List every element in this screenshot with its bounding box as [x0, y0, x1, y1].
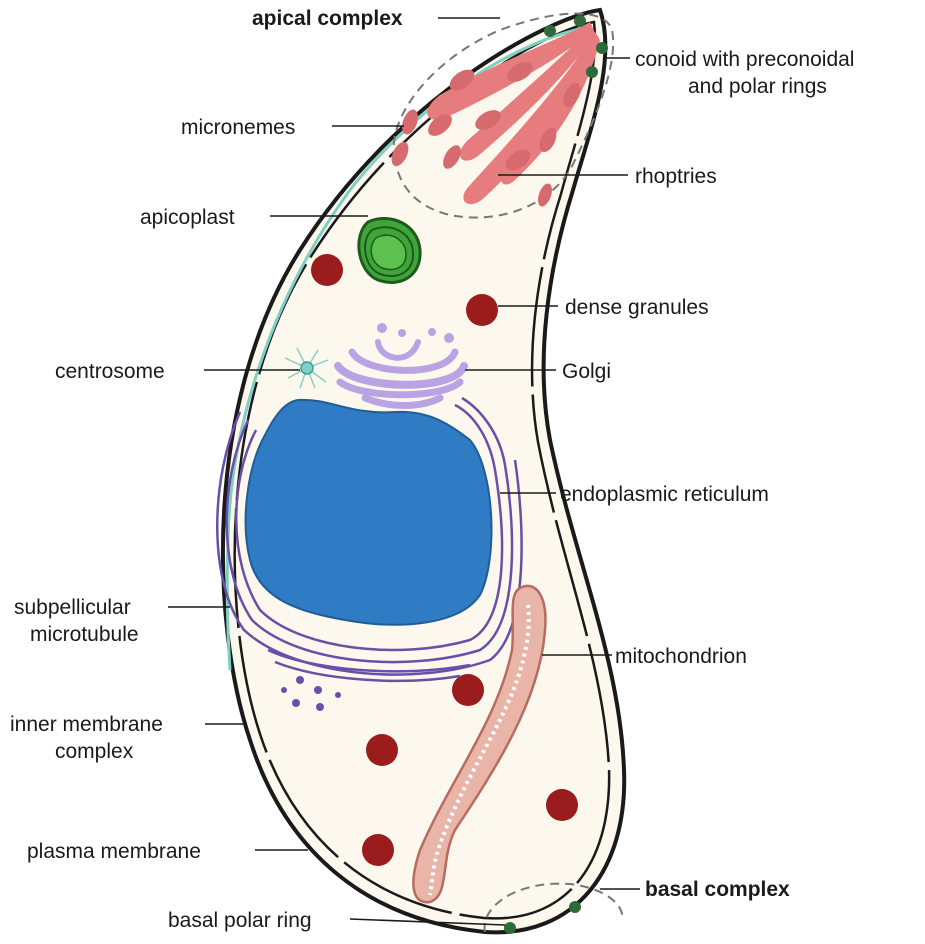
- label-dense-granules: dense granules: [565, 296, 709, 319]
- label-apical-complex: apical complex: [252, 7, 403, 30]
- polar-ring-dot: [586, 66, 598, 78]
- label-micronemes: micronemes: [181, 116, 295, 139]
- er-vesicle: [296, 676, 304, 684]
- label-conoid-line1: conoid with preconoidal: [635, 48, 854, 71]
- label-rhoptries: rhoptries: [635, 165, 717, 188]
- er-vesicle: [292, 699, 300, 707]
- nucleus: [246, 400, 492, 625]
- er-vesicle: [316, 703, 324, 711]
- label-subpellicular-line2: microtubule: [30, 623, 139, 646]
- label-mitochondrion: mitochondrion: [615, 645, 747, 668]
- golgi-vesicle: [398, 329, 406, 337]
- label-imc-line2: complex: [55, 740, 134, 763]
- er-vesicle: [335, 692, 341, 698]
- label-centrosome: centrosome: [55, 360, 165, 383]
- label-conoid-line2: and polar rings: [688, 75, 827, 98]
- label-golgi: Golgi: [562, 360, 611, 383]
- dense-granule: [452, 674, 484, 706]
- er-vesicle: [281, 687, 287, 693]
- polar-ring-dot: [596, 42, 608, 54]
- basal-polar-ring-dot: [504, 922, 516, 934]
- label-endoplasmic-reticulum: endoplasmic reticulum: [560, 483, 769, 506]
- apicoplast-core: [371, 235, 406, 269]
- label-basal-polar-ring: basal polar ring: [168, 909, 312, 932]
- label-plasma-membrane: plasma membrane: [27, 840, 201, 863]
- polar-ring-dot: [574, 15, 586, 27]
- er-vesicle: [314, 686, 322, 694]
- dense-granule: [366, 734, 398, 766]
- dense-granule: [311, 254, 343, 286]
- basal-complex-dot: [569, 901, 581, 913]
- dense-granule: [466, 294, 498, 326]
- golgi-vesicle: [428, 328, 436, 336]
- dense-granule: [362, 834, 394, 866]
- label-subpellicular-line1: subpellicular: [14, 596, 131, 619]
- label-imc-line1: inner membrane: [10, 713, 163, 736]
- golgi-vesicle: [377, 323, 387, 333]
- polar-ring-dot: [544, 25, 556, 37]
- dense-granule: [546, 789, 578, 821]
- label-basal-complex: basal complex: [645, 878, 790, 901]
- label-apicoplast: apicoplast: [140, 206, 235, 229]
- apicoplast: [359, 218, 420, 282]
- golgi-vesicle: [444, 333, 454, 343]
